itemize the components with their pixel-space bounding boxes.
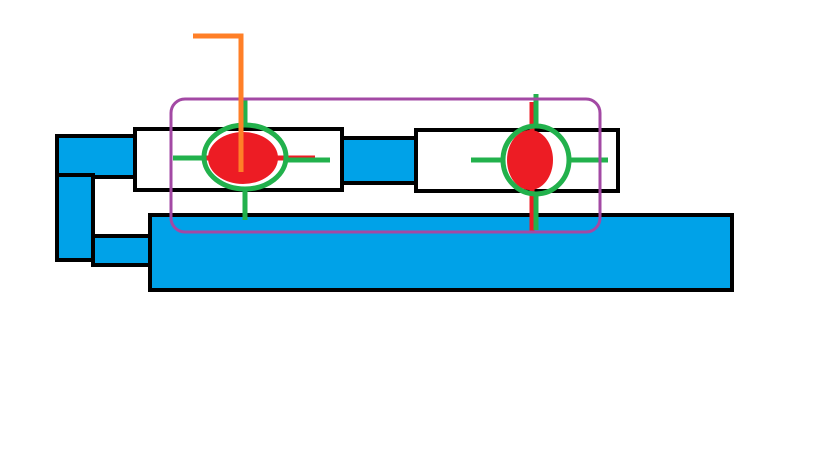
blue-structure	[55, 134, 734, 292]
base-blue-bar	[148, 213, 734, 292]
middle-connector-blue-block	[340, 136, 420, 185]
right-target-crosshair	[471, 94, 608, 232]
purple-selection-frame	[169, 97, 602, 234]
right-red-blob	[507, 130, 553, 190]
orange-pointer-line	[193, 33, 244, 172]
left-vertical-blue-block	[55, 173, 95, 262]
left-bottom-blue-block	[91, 234, 155, 267]
left-top-blue-block	[55, 134, 139, 179]
